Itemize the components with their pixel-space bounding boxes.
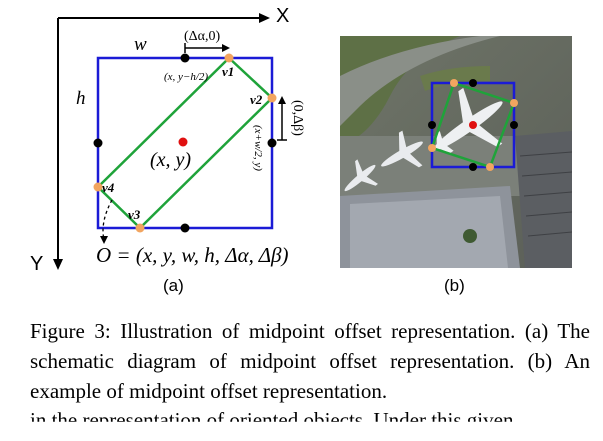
delta-alpha-arrowhead	[222, 44, 230, 52]
midpoint-bottom	[180, 223, 190, 233]
v1-label: v1	[222, 64, 234, 79]
terminal-roof	[350, 196, 508, 268]
grass-strip	[420, 66, 490, 91]
schematic-diagram: X Y w h (Δα,0) (0,Δβ) (x, y−h/2) (x+w/2,…	[30, 5, 305, 275]
midpoint-top	[180, 53, 190, 63]
airplane-far-left	[344, 159, 378, 192]
center-label: (x, y)	[150, 149, 191, 171]
example-vertex	[428, 144, 436, 152]
right-midpoint-label: (x+w/2, y)	[252, 125, 264, 171]
center-point	[178, 137, 188, 147]
example-center	[469, 121, 477, 129]
x-axis-label: X	[276, 5, 289, 27]
example-vertex	[486, 163, 494, 171]
tree	[463, 229, 477, 243]
airplane-left	[381, 130, 423, 168]
vertex-v4	[93, 182, 103, 192]
midpoint-right	[267, 138, 277, 148]
hangar-line	[521, 171, 572, 177]
example-midpoint	[469, 79, 477, 87]
width-label: w	[134, 34, 147, 55]
example-vertex	[510, 99, 518, 107]
figure-a-label: (a)	[163, 276, 184, 295]
vertex-v2	[267, 93, 277, 103]
y-axis-label: Y	[30, 253, 43, 275]
origin-pointer-head	[100, 236, 108, 244]
example-vertex	[450, 79, 458, 87]
aerial-example	[340, 36, 572, 268]
delta-beta-label: (0,Δβ)	[290, 100, 305, 136]
vertex-v3	[135, 223, 145, 233]
hangar-line	[527, 231, 572, 237]
hangar-line	[523, 191, 572, 197]
delta-alpha-label: (Δα,0)	[184, 29, 221, 44]
height-label: h	[76, 88, 86, 109]
midpoint-left	[93, 138, 103, 148]
top-midpoint-label: (x, y−h/2)	[164, 71, 208, 83]
origin-pointer	[102, 199, 113, 241]
hangar-line	[525, 211, 572, 217]
example-midpoint	[510, 121, 518, 129]
v4-label: v4	[102, 180, 115, 195]
example-midpoint	[469, 163, 477, 171]
v3-label: v3	[128, 207, 141, 222]
example-midpoint	[428, 121, 436, 129]
y-axis-arrow	[53, 259, 63, 270]
figure-caption: Figure 3: Illustration of midpoint offse…	[30, 319, 590, 403]
delta-beta-arrowhead	[278, 96, 286, 104]
taxiway	[340, 36, 500, 126]
v2-label: v2	[250, 92, 263, 107]
body-text-partial: in the representation of oriented object…	[30, 408, 514, 432]
formula: O = (x, y, w, h, Δα, Δβ)	[96, 243, 289, 267]
hangar-building	[515, 131, 572, 268]
vertex-v1	[224, 53, 234, 63]
x-axis-arrow	[259, 13, 270, 23]
hangar-line	[519, 151, 572, 157]
figure-b-label: (b)	[444, 276, 465, 295]
